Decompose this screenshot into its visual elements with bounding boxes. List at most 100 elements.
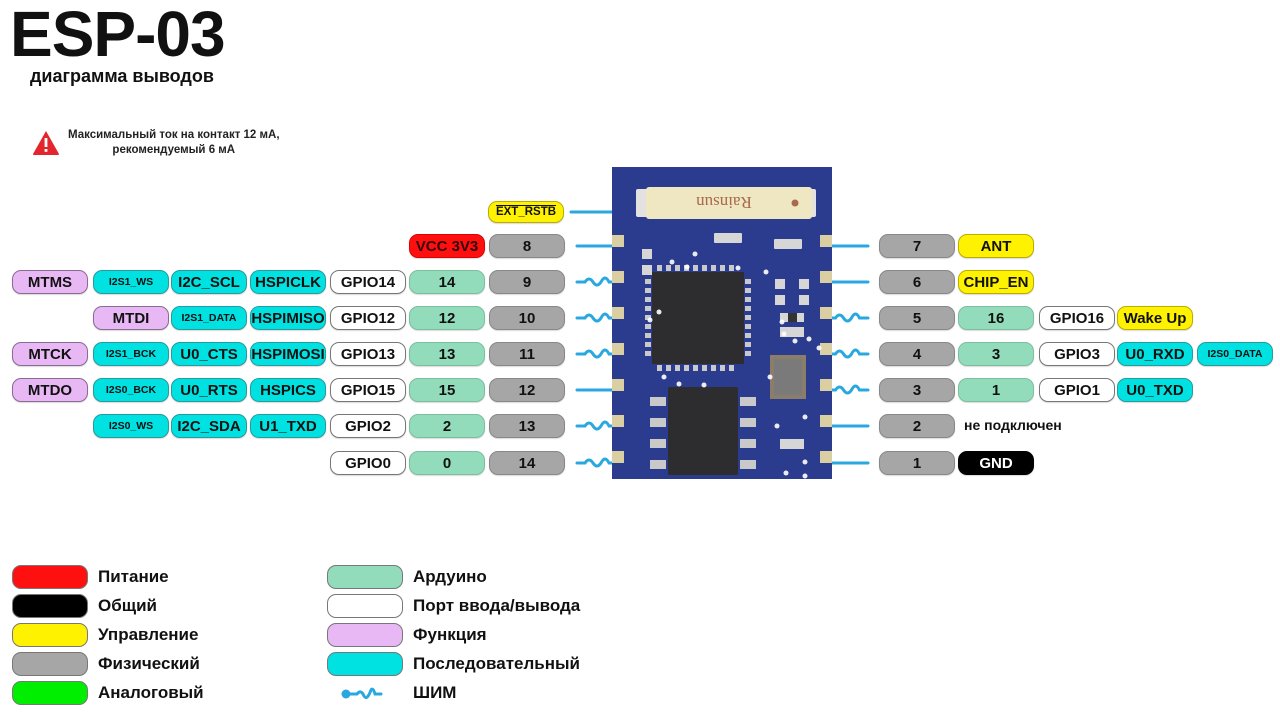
gpio-label-gpio0: GPIO0	[330, 451, 406, 475]
power-label: VCC 3V3	[409, 234, 485, 258]
physical-pin-6-right-text: 6	[912, 273, 922, 291]
serial-label-hspimiso: HSPIMISO	[250, 306, 326, 330]
serial-label-hspiclk: HSPICLK	[250, 270, 326, 294]
serial-label-hspimosi-text: HSPIMOSI	[251, 345, 325, 363]
pwm-wave-icon	[825, 348, 870, 359]
pwm-wave-icon	[575, 420, 619, 431]
control-label-chip-en-text: CHIP_EN	[963, 273, 1029, 291]
physical-pin-7-right-text: 7	[912, 237, 922, 255]
control-label-ant-text: ANT	[980, 237, 1012, 255]
arduino-pin-15-text: 15	[438, 381, 456, 399]
physical-pin-8-text: 8	[522, 237, 532, 255]
serial-label-u0-cts-text: U0_CTS	[180, 345, 238, 363]
function-label-mtms-text: MTMS	[27, 273, 73, 291]
serial-label-i2c-sda: I2C_SDA	[171, 414, 247, 438]
serial-label-i2s1-data: I2S1_DATA	[171, 306, 247, 330]
serial-label-i2c-sda-text: I2C_SDA	[177, 417, 241, 435]
serial-label-i2c-scl-text: I2C_SCL	[178, 273, 240, 291]
serial-label-i2c-scl: I2C_SCL	[171, 270, 247, 294]
serial-label-u1-txd: U1_TXD	[250, 414, 326, 438]
current-warning: Максимальный ток на контакт 12 мА, реком…	[32, 128, 280, 158]
physical-pin-5-right: 5	[879, 306, 955, 330]
serial-label-i2s0-data-text: I2S0_DATA	[1207, 348, 1263, 360]
legend-swatch-control	[12, 623, 88, 647]
physical-pin-10: 10	[489, 306, 565, 330]
serial-label-i2s0-bck: I2S0_BCK	[93, 378, 169, 402]
serial-label-i2s1-ws-text: I2S1_WS	[108, 276, 154, 288]
physical-pin-4-right-text: 4	[912, 345, 922, 363]
physical-pin-1-right: 1	[879, 451, 955, 475]
legend-swatch-arduino	[327, 565, 403, 589]
pwm-wave-icon	[825, 312, 870, 323]
physical-pin-5-right-text: 5	[912, 309, 922, 327]
arduino-pin-14-text: 14	[438, 273, 456, 291]
serial-label-u0-txd-text: U0_TXD	[1126, 381, 1184, 399]
legend-swatch-serial	[327, 652, 403, 676]
arduino-pin-2: 2	[409, 414, 485, 438]
physical-pin-12-text: 12	[518, 381, 536, 399]
pwm-wave-icon	[825, 384, 870, 395]
physical-pin-13-text: 13	[518, 417, 536, 435]
gpio-label-gpio12: GPIO12	[330, 306, 406, 330]
warning-line-2: рекомендуемый 6 мА	[112, 144, 236, 156]
arduino-pin-16-text: 16	[987, 309, 1005, 327]
legend-label: Аналоговый	[98, 683, 204, 702]
legend-swatch-power	[12, 565, 88, 589]
physical-pin-6-right: 6	[879, 270, 955, 294]
arduino-pin-16: 16	[958, 306, 1034, 330]
legend-item-pwm: ШИМ	[327, 681, 456, 705]
arduino-pin-3: 3	[958, 342, 1034, 366]
physical-pin-14-text: 14	[518, 454, 536, 472]
physical-pin-11-text: 11	[519, 345, 535, 363]
serial-label-hspics-text: HSPICS	[260, 381, 316, 399]
control-label-wake-up-text: Wake Up	[1123, 309, 1187, 327]
legend-item-arduino: Ардуино	[327, 565, 487, 589]
arduino-pin-2-text: 2	[442, 417, 452, 435]
function-label-mtms: MTMS	[12, 270, 88, 294]
serial-label-u0-rts: U0_RTS	[171, 378, 247, 402]
arduino-pin-1: 1	[958, 378, 1034, 402]
arduino-pin-12: 12	[409, 306, 485, 330]
physical-pin-11: 11	[489, 342, 565, 366]
gpio-label-gpio13: GPIO13	[330, 342, 406, 366]
physical-pin-3-right: 3	[879, 378, 955, 402]
arduino-pin-1-text: 1	[991, 381, 1001, 399]
serial-label-i2s0-bck-text: I2S0_BCK	[105, 384, 157, 396]
function-label-mtdi: MTDI	[93, 306, 169, 330]
physical-pin-12: 12	[489, 378, 565, 402]
legend-swatch-physical	[12, 652, 88, 676]
gpio-label-gpio13-text: GPIO13	[340, 345, 396, 363]
physical-pin-9-text: 9	[522, 273, 532, 291]
gpio-label-gpio1: GPIO1	[1039, 378, 1115, 402]
physical-pin-10-text: 10	[518, 309, 536, 327]
arduino-pin-0: 0	[409, 451, 485, 475]
function-label-mtck: MTCK	[12, 342, 88, 366]
arduino-pin-12-text: 12	[438, 309, 456, 327]
legend-label: Физический	[98, 654, 200, 673]
legend-item-ground: Общий	[12, 594, 157, 618]
control-label-ant: ANT	[958, 234, 1034, 258]
physical-pin-7-right: 7	[879, 234, 955, 258]
gpio-label-gpio14: GPIO14	[330, 270, 406, 294]
ext-rstb-text: EXT_RSTB	[495, 206, 557, 218]
serial-label-hspics: HSPICS	[250, 378, 326, 402]
ground-label: GND	[958, 451, 1034, 475]
legend-item-control: Управление	[12, 623, 198, 647]
gpio-label-gpio1-text: GPIO1	[1054, 381, 1100, 399]
physical-pin-14: 14	[489, 451, 565, 475]
legend-item-physical: Физический	[12, 652, 200, 676]
legend-item-serial: Последовательный	[327, 652, 580, 676]
pwm-wave-icon	[575, 348, 619, 359]
serial-label-u0-rts-text: U0_RTS	[180, 381, 238, 399]
legend-swatch-analog	[12, 681, 88, 705]
arduino-pin-14: 14	[409, 270, 485, 294]
ext-rstb-label: EXT_RSTB	[488, 201, 564, 223]
gpio-label-gpio12-text: GPIO12	[340, 309, 396, 327]
legend-label: Последовательный	[413, 654, 580, 673]
physical-pin-2-right: 2	[879, 414, 955, 438]
gpio-label-gpio15: GPIO15	[330, 378, 406, 402]
serial-label-i2s0-data: I2S0_DATA	[1197, 342, 1273, 366]
serial-label-u0-rxd: U0_RXD	[1117, 342, 1193, 366]
function-label-mtdo-text: MTDO	[27, 381, 73, 399]
legend-label: Порт ввода/вывода	[413, 596, 581, 615]
